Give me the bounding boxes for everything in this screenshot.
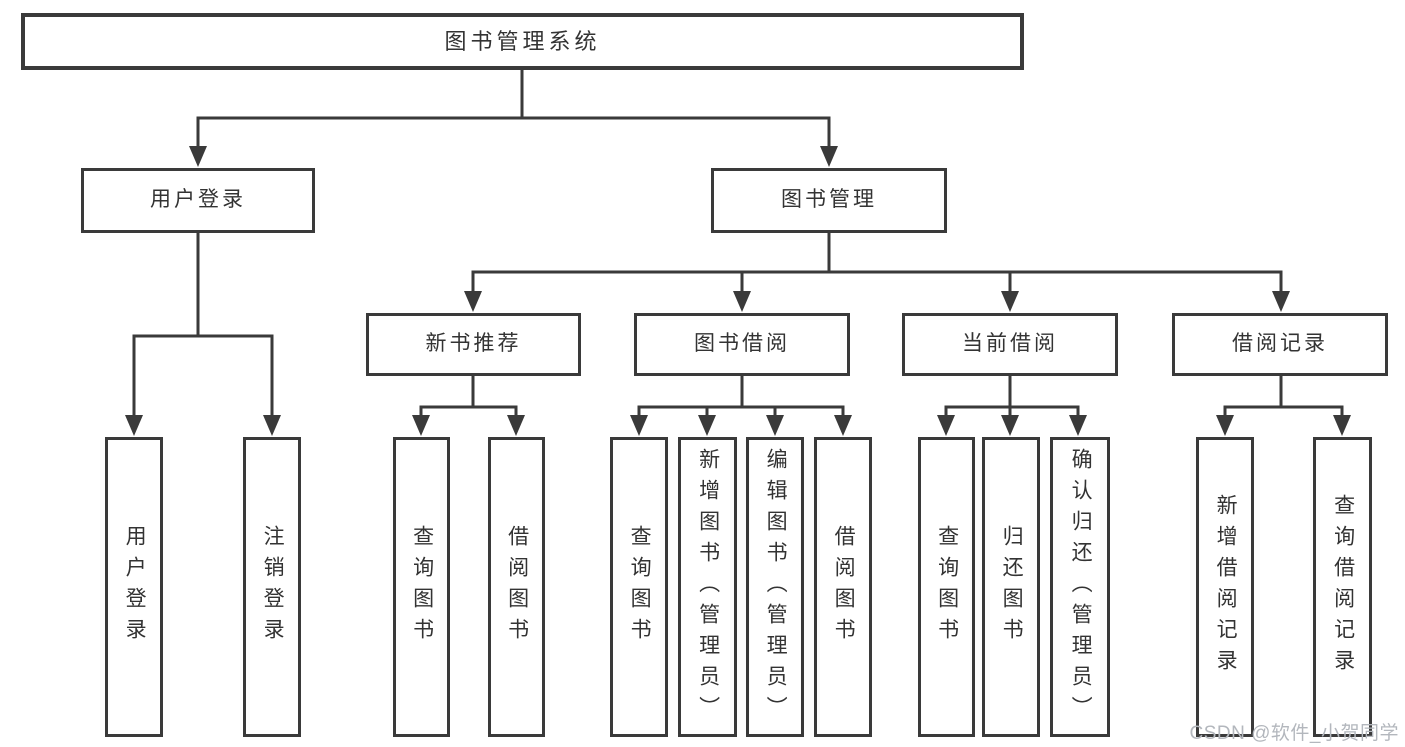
- node-label: 注销登录: [261, 525, 285, 649]
- leaf-borrow-books-borrow: 借阅图书: [814, 437, 872, 737]
- node-label: 查询借阅记录: [1331, 494, 1355, 680]
- leaf-add-borrow-record: 新增借阅记录: [1196, 437, 1254, 737]
- node-label: 新书推荐: [425, 332, 522, 356]
- node-label: 编辑图书（管理员）: [764, 447, 788, 727]
- arrowheads: [125, 146, 1351, 436]
- node-label: 用户登录: [150, 188, 246, 212]
- node-label: 图书管理系统: [444, 28, 601, 54]
- node-book-borrow: 图书借阅: [634, 313, 850, 376]
- node-label: 图书管理: [781, 188, 877, 212]
- leaf-query-borrow-record: 查询借阅记录: [1313, 437, 1372, 737]
- node-label: 查询图书: [410, 525, 434, 649]
- node-label: 新增借阅记录: [1214, 494, 1238, 680]
- node-label: 新增图书（管理员）: [696, 447, 720, 727]
- node-borrow-records: 借阅记录: [1172, 313, 1388, 376]
- node-book-management: 图书管理: [711, 168, 947, 233]
- node-label: 归还图书: [1000, 525, 1024, 649]
- leaf-return-books: 归还图书: [982, 437, 1040, 737]
- node-new-book-recommend: 新书推荐: [366, 313, 581, 376]
- node-label: 当前借阅: [962, 332, 1058, 356]
- leaf-query-books-current: 查询图书: [918, 437, 975, 737]
- leaf-user-login: 用户登录: [105, 437, 163, 737]
- node-user-login: 用户登录: [81, 168, 315, 233]
- leaf-edit-book-admin: 编辑图书（管理员）: [746, 437, 804, 737]
- node-label: 借阅图书: [832, 525, 856, 649]
- leaf-logout-login: 注销登录: [243, 437, 301, 737]
- csdn-watermark: CSDN @软件_小贺同学: [1189, 723, 1399, 744]
- node-label: 查询图书: [935, 525, 959, 649]
- leaf-confirm-return-admin: 确认归还（管理员）: [1050, 437, 1110, 737]
- node-current-borrow: 当前借阅: [902, 313, 1118, 376]
- leaf-add-book-admin: 新增图书（管理员）: [678, 437, 737, 737]
- node-library-management-system: 图书管理系统: [21, 13, 1024, 70]
- node-label: 用户登录: [123, 525, 147, 649]
- node-label: 借阅图书: [505, 525, 529, 649]
- leaf-query-books-recommend: 查询图书: [393, 437, 450, 737]
- node-label: 图书借阅: [694, 332, 790, 356]
- node-label: 确认归还（管理员）: [1069, 447, 1093, 727]
- leaf-query-books-borrow: 查询图书: [610, 437, 668, 737]
- node-label: 借阅记录: [1232, 332, 1328, 356]
- node-label: 查询图书: [628, 525, 652, 649]
- leaf-borrow-books-recommend: 借阅图书: [488, 437, 545, 737]
